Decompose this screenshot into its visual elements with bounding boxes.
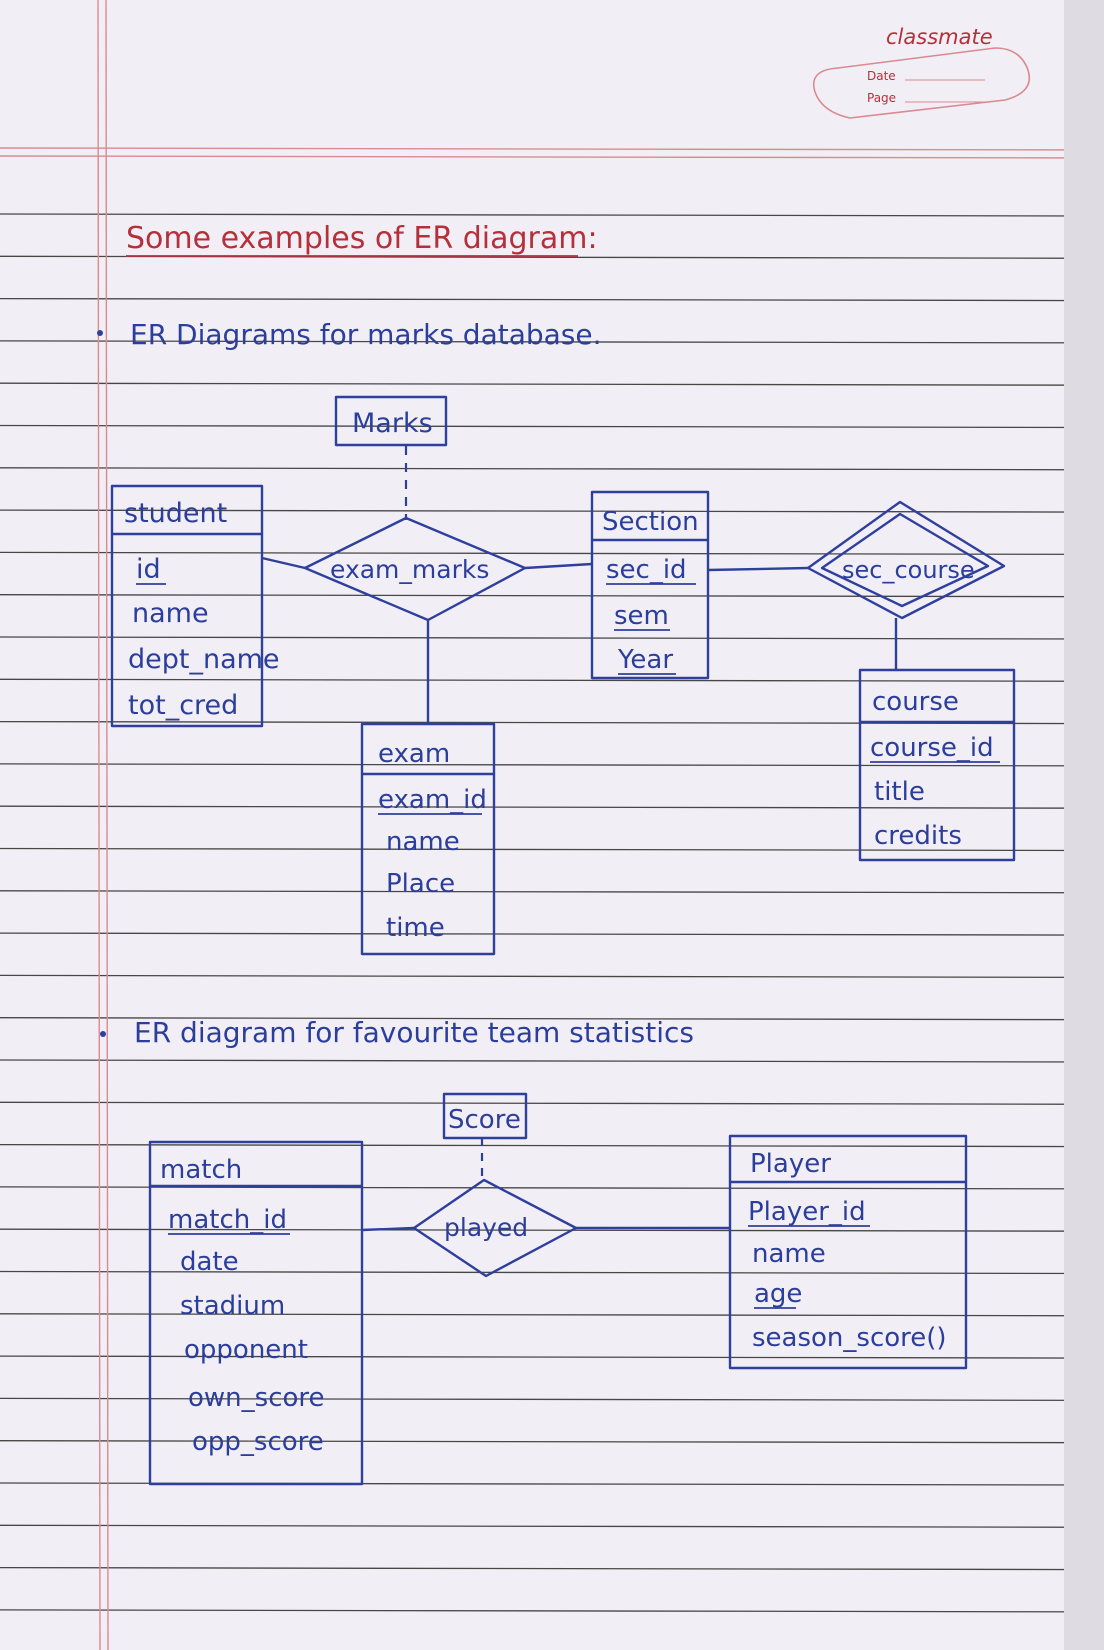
rule-line (0, 1270, 1104, 1275)
rule-line (0, 932, 1104, 936)
exam-attr-time: time (386, 913, 445, 943)
rule-line (0, 551, 1104, 556)
sec-course-label: sec_course (842, 556, 975, 584)
rule-line (0, 1059, 1104, 1063)
rule-line (0, 467, 1104, 471)
player-attr-name: name (752, 1239, 826, 1269)
rule-line (0, 213, 1104, 217)
ruled-lines (0, 213, 1104, 1613)
course-attr-title: title (874, 777, 925, 807)
rule-line (0, 1440, 1104, 1444)
student-attr-tot-cred: tot_cred (128, 690, 238, 721)
exam-attr-name: name (386, 827, 460, 857)
player-entity: Player Player_id name age season_score() (728, 1134, 968, 1370)
brand-stamp: classmate Date Page (813, 25, 1030, 119)
rule-line (0, 297, 1104, 302)
student-attr-dept-name: dept_name (128, 644, 280, 675)
exam-title: exam (378, 739, 450, 769)
rule-line (0, 1228, 1104, 1232)
marks-er-diagram: ER Diagrams for marks database. Marks ex… (97, 318, 1016, 956)
rule-line (0, 1143, 1104, 1148)
student-attr-id: id (136, 554, 161, 585)
student-attr-name: name (132, 598, 209, 629)
match-entity: match match_id date stadium opponent own… (148, 1140, 364, 1486)
exam-entity: exam exam_id name Place time (360, 722, 496, 956)
page-label: Page (867, 91, 896, 105)
date-label: Date (867, 69, 896, 83)
marks-label: Marks (352, 408, 433, 439)
marks-attribute-box (334, 395, 448, 447)
rule-line (0, 424, 1104, 429)
section-title: Section (602, 507, 699, 537)
match-attr-stadium: stadium (180, 1291, 285, 1321)
player-attr-season-score: season_score() (752, 1323, 947, 1353)
player-attr-age: age (754, 1279, 802, 1309)
rule-line (0, 1313, 1104, 1317)
exam-attr-place: Place (386, 869, 455, 899)
team-statistics-er-diagram: ER diagram for favourite team statistics… (100, 1016, 968, 1486)
rule-line (0, 1524, 1104, 1528)
score-attribute-box (442, 1092, 528, 1140)
rule-line (0, 1017, 1104, 1021)
bullet-dot (97, 330, 103, 336)
exam-marks-label: exam_marks (330, 555, 489, 584)
rule-line (0, 636, 1104, 640)
sec-course-relationship: sec_course (806, 500, 1006, 620)
rule-line (0, 1101, 1104, 1105)
page-edge-shadow (1064, 0, 1104, 1650)
match-attr-opp-score: opp_score (192, 1427, 324, 1457)
rule-line (0, 763, 1104, 767)
course-entity: course course_id title credits (858, 668, 1016, 862)
section-attr-sec-id: sec_id (606, 555, 687, 585)
section-entity: Section sec_id sem Year (590, 490, 710, 680)
played-label: played (444, 1213, 528, 1242)
rule-line (0, 974, 1104, 979)
rule-line (0, 382, 1104, 386)
player-attr-player-id: Player_id (748, 1197, 866, 1227)
rule-line (0, 509, 1104, 513)
page-heading: Some examples of ER diagram: (126, 221, 598, 257)
match-attr-date: date (180, 1247, 239, 1277)
section1-caption: ER Diagrams for marks database. (130, 318, 602, 351)
rule-line (0, 340, 1104, 344)
rule-line (0, 805, 1104, 809)
rule-line (0, 678, 1104, 682)
bullet-dot (100, 1031, 106, 1037)
rule-line (0, 847, 1104, 852)
score-label: Score (448, 1105, 521, 1135)
rule-line (0, 1186, 1104, 1190)
section2-caption: ER diagram for favourite team statistics (134, 1016, 694, 1049)
section2-connectors (361, 1226, 730, 1232)
rule-line (0, 1566, 1104, 1571)
player-title: Player (750, 1149, 831, 1179)
course-attr-course-id: course_id (870, 733, 994, 763)
match-attr-own-score: own_score (188, 1383, 325, 1413)
course-attr-credits: credits (874, 821, 962, 851)
section-attr-sem: sem (614, 601, 669, 631)
match-attr-match-id: match_id (168, 1205, 287, 1235)
rule-line (0, 594, 1104, 598)
section-attr-year: Year (617, 645, 673, 675)
brand-name: classmate (886, 25, 993, 49)
heading-text: Some examples of ER diagram: (126, 221, 598, 256)
student-title: student (124, 498, 227, 529)
student-entity: student id name dept_name tot_cred (110, 484, 280, 728)
section1-connectors (261, 556, 898, 724)
rule-line (0, 1355, 1104, 1359)
course-title: course (872, 687, 959, 717)
rule-line (0, 720, 1104, 725)
rule-line (0, 1609, 1104, 1613)
rule-line (0, 1397, 1104, 1402)
rule-line (0, 890, 1104, 894)
match-title: match (160, 1155, 242, 1185)
match-attr-opponent: opponent (184, 1335, 308, 1365)
exam-attr-exam-id: exam_id (378, 785, 487, 815)
